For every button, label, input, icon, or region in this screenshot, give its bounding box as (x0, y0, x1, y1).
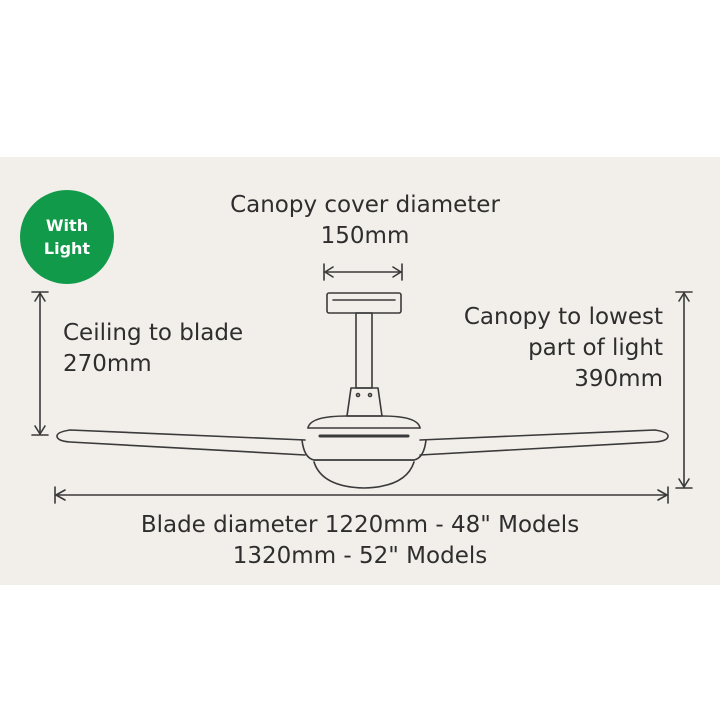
canopy-to-light-value: 390mm (574, 366, 663, 392)
light-dimension-arrow (675, 291, 693, 489)
canopy-cover-value: 150mm (320, 223, 410, 249)
canopy-dimension-arrow (323, 263, 403, 281)
background-panel (0, 157, 720, 585)
ceiling-to-blade-value: 270mm (63, 351, 152, 377)
with-light-badge: With Light (20, 190, 114, 284)
canopy (326, 292, 402, 314)
canopy-cover-label: Canopy cover diameter 150mm (200, 190, 530, 252)
badge-line-2: Light (43, 239, 91, 258)
ceiling-to-blade-title: Ceiling to blade (63, 320, 244, 346)
canopy-to-light-line-1: Canopy to lowest (463, 304, 663, 330)
ceiling-dimension-arrow (31, 291, 49, 436)
canopy-cover-title: Canopy cover diameter (230, 192, 500, 218)
downrod (355, 312, 373, 389)
canopy-to-light-line-2: part of light (528, 335, 663, 361)
blade-diameter-line-1: Blade diameter 1220mm - 48" Models (140, 512, 580, 538)
left-blade (56, 429, 306, 456)
motor-housing (307, 387, 421, 429)
blade-dimension-arrow (54, 486, 669, 504)
canopy-to-light-label: Canopy to lowest part of light 390mm (420, 302, 663, 395)
ceiling-to-blade-label: Ceiling to blade 270mm (63, 318, 243, 380)
blade-diameter-label: Blade diameter 1220mm - 48" Models 1320m… (60, 510, 660, 572)
right-blade (419, 429, 669, 456)
badge-line-1: With (45, 216, 89, 235)
light-kit (301, 434, 427, 489)
blade-diameter-line-2: 1320mm - 52" Models (232, 543, 488, 569)
